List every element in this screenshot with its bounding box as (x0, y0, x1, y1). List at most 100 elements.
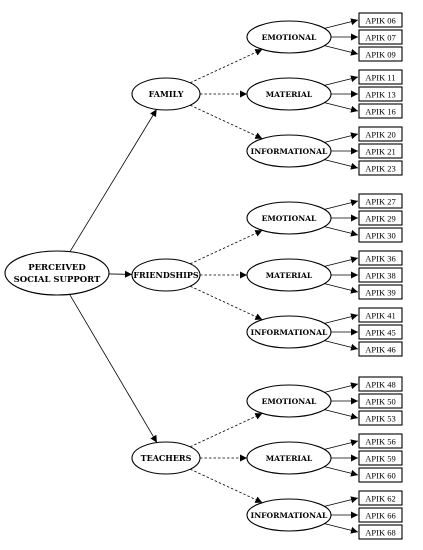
indicator-label: APIK 39 (365, 288, 395, 298)
root-label-line2: SOCIAL SUPPORT (14, 275, 101, 285)
edge-dimension-to-item (324, 409, 359, 420)
indicator-box: APIK 56 (358, 433, 403, 449)
indicator-label: APIK 07 (365, 33, 395, 43)
indicator-box: APIK 48 (358, 376, 403, 392)
edge-dimension-to-item (324, 439, 359, 450)
dimension-label: EMOTIONAL (262, 397, 317, 406)
edge-source-to-dimension (190, 468, 263, 504)
indicator-box: APIK 46 (358, 341, 403, 357)
dimension-label: EMOTIONAL (262, 33, 317, 42)
nodes-layer: FAMILY EMOTIONAL APIK 06 APIK 07 APIK 09 MATE… (131, 12, 403, 540)
indicator-label: APIK 38 (365, 271, 395, 281)
edge-dimension-to-item (324, 496, 359, 507)
indicator-label: APIK 56 (365, 437, 395, 447)
dimension-node: MATERIAL (246, 258, 332, 292)
indicator-box: APIK 38 (358, 267, 403, 283)
edge-dimension-to-item (324, 102, 359, 113)
edge-dimension-to-item (324, 75, 359, 86)
dimension-node: INFORMATIONAL (246, 134, 332, 168)
indicator-label: APIK 30 (365, 231, 395, 241)
source-node: TEACHERS (131, 441, 201, 475)
indicator-label: APIK 23 (365, 164, 395, 174)
indicator-label: APIK 16 (365, 107, 395, 117)
indicator-box: APIK 11 (358, 69, 403, 85)
indicator-label: APIK 60 (365, 471, 395, 481)
indicator-box: APIK 66 (358, 507, 403, 523)
dimension-label: MATERIAL (266, 90, 313, 99)
indicator-label: APIK 68 (365, 528, 395, 538)
indicator-box: APIK 62 (358, 490, 403, 506)
indicator-box: APIK 29 (358, 210, 403, 226)
root-node: PERCEIVED SOCIAL SUPPORT (4, 250, 110, 296)
indicator-box: APIK 59 (358, 450, 403, 466)
dimension-node: EMOTIONAL (246, 201, 332, 235)
indicator-label: APIK 29 (365, 214, 395, 224)
dimension-label: EMOTIONAL (262, 214, 317, 223)
indicator-label: APIK 50 (365, 397, 395, 407)
edge-root-to-source (69, 294, 158, 443)
indicator-box: APIK 27 (358, 193, 403, 209)
indicator-label: APIK 59 (365, 454, 395, 464)
dimension-node: INFORMATIONAL (246, 315, 332, 349)
edge-source-to-dimension (190, 104, 263, 140)
indicator-label: APIK 21 (365, 147, 395, 157)
indicator-box: APIK 68 (358, 524, 403, 540)
indicator-label: APIK 66 (365, 511, 395, 521)
indicator-box: APIK 36 (358, 250, 403, 266)
dimension-node: INFORMATIONAL (246, 498, 332, 532)
edge-dimension-to-item (324, 18, 359, 29)
dimension-node: EMOTIONAL (246, 20, 332, 54)
edge-dimension-to-item (324, 256, 359, 267)
indicator-label: APIK 48 (365, 380, 395, 390)
indicator-box: APIK 39 (358, 284, 403, 300)
indicator-box: APIK 21 (358, 143, 403, 159)
indicator-label: APIK 20 (365, 130, 395, 140)
edge-source-to-dimension (190, 285, 263, 321)
source-label: FAMILY (149, 89, 184, 99)
edge-dimension-to-item (324, 159, 359, 170)
edge-source-to-dimension (190, 48, 263, 84)
indicator-box: APIK 30 (358, 227, 403, 243)
dimension-label: MATERIAL (266, 271, 313, 280)
edge-dimension-to-item (324, 199, 359, 210)
edge-dimension-to-item (324, 313, 359, 324)
edge-source-to-dimension (190, 412, 263, 448)
dimension-label: INFORMATIONAL (251, 328, 328, 337)
indicator-box: APIK 06 (358, 12, 403, 28)
indicator-label: APIK 36 (365, 254, 395, 264)
edge-dimension-to-item (324, 45, 359, 56)
indicator-box: APIK 50 (358, 393, 403, 409)
indicator-box: APIK 13 (358, 86, 403, 102)
edge-dimension-to-item (324, 523, 359, 534)
edge-dimension-to-item (324, 466, 359, 477)
dimension-node: EMOTIONAL (246, 384, 332, 418)
indicator-label: APIK 46 (365, 345, 395, 355)
root-label-line1: PERCEIVED (28, 263, 86, 273)
edge-dimension-to-item (324, 132, 359, 143)
indicator-label: APIK 45 (365, 328, 395, 338)
indicator-label: APIK 27 (365, 197, 395, 207)
source-node: FRIENDSHIPS (131, 258, 201, 292)
indicator-box: APIK 23 (358, 160, 403, 176)
dimension-label: INFORMATIONAL (251, 147, 328, 156)
indicator-label: APIK 13 (365, 90, 395, 100)
indicator-box: APIK 16 (358, 103, 403, 119)
indicator-label: APIK 11 (365, 73, 395, 83)
indicator-label: APIK 62 (365, 494, 395, 504)
edge-dimension-to-item (324, 382, 359, 393)
indicator-box: APIK 53 (358, 410, 403, 426)
edge-source-to-dimension (190, 229, 263, 265)
indicator-label: APIK 09 (365, 50, 395, 60)
indicator-label: APIK 06 (365, 16, 395, 26)
source-node: FAMILY (131, 77, 201, 111)
indicator-box: APIK 41 (358, 307, 403, 323)
edge-root-to-source (69, 109, 157, 252)
source-label: TEACHERS (141, 453, 192, 463)
edge-dimension-to-item (324, 340, 359, 351)
source-label: FRIENDSHIPS (133, 270, 199, 280)
indicator-label: APIK 53 (365, 414, 395, 424)
indicator-box: APIK 45 (358, 324, 403, 340)
indicator-box: APIK 20 (358, 126, 403, 142)
edge-dimension-to-item (324, 226, 359, 237)
